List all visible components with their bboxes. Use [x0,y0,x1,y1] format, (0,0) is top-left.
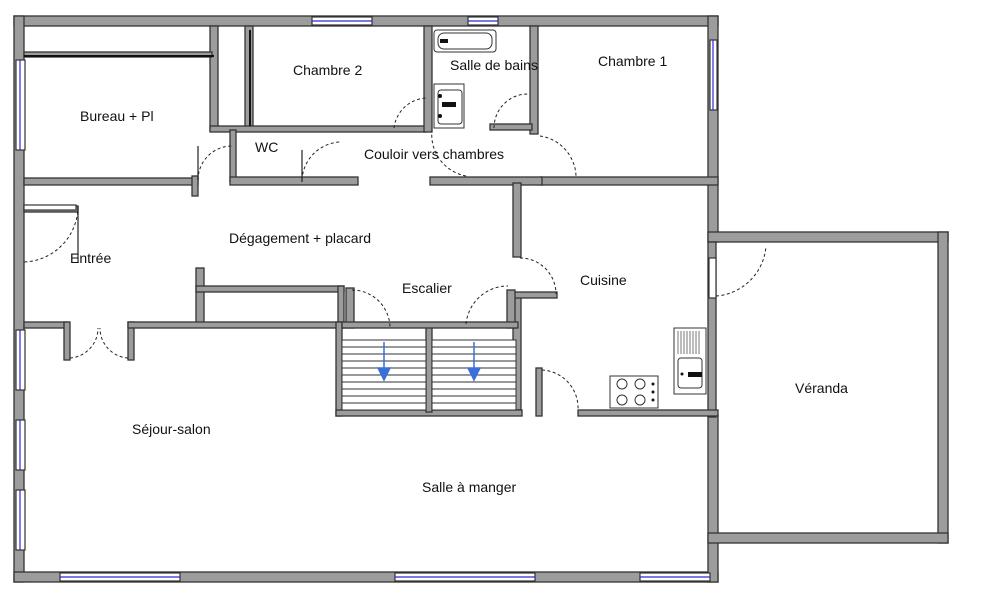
sdb-wall-right [529,25,539,135]
wc-wall-bottom [229,176,359,186]
stove-icon [609,375,659,409]
windows [19,20,714,578]
fixtures [433,29,707,409]
doors [23,93,767,411]
veranda-wall-top [707,231,949,243]
veranda-wall-right [937,231,949,544]
sink-icon [433,83,465,129]
room-label-salle-de-bains: Salle de bains [450,57,538,73]
sejour-wall-top-right [127,321,341,329]
room-label-sejour: Séjour-salon [132,421,211,437]
stair-divider [425,325,433,413]
bureau-wall-bottom-stub [191,175,199,197]
placard-wall-left [195,267,205,327]
sejour-wall-top-left [23,321,69,329]
room-label-veranda: Véranda [795,380,848,396]
couloir-wall-bottom [429,176,543,186]
drainer-lines [677,331,700,354]
stairs [341,339,517,411]
chambre1-door-wall [489,123,533,131]
veranda-wall-left [707,241,717,418]
cuisine-door-jamb [535,367,543,417]
room-labels: Bureau + Pl Chambre 2 Salle de bains Cha… [70,53,848,495]
bureau-wall-right [209,25,219,131]
bureau-closet-line [24,55,214,57]
sejour-door-jamb-left [63,321,71,361]
room-label-chambre2: Chambre 2 [293,62,362,78]
room-label-bureau: Bureau + Pl [80,108,154,124]
chambre2-closet-line [249,30,251,126]
bureau-wall-bottom [23,177,199,186]
stair-wall-left [335,321,343,417]
kitchen-sink-icon [673,327,707,395]
chambre1-wall-bottom [539,176,719,186]
wc-wall-left [229,129,237,183]
placard-wall-top [195,285,345,293]
room-label-entree: Entrée [70,250,111,266]
stair-arrowhead-right [466,367,482,382]
room-label-wc: WC [255,139,278,155]
veranda-wall-bottom [707,532,949,544]
window-gaps [15,16,718,582]
room-label-escalier: Escalier [402,280,452,296]
cuisine-stub [512,291,558,299]
walls [13,15,949,583]
cuisine-wall-bottom [577,409,719,417]
room-label-salle-a-manger: Salle à manger [422,479,517,495]
escalier-wall-top [341,321,519,329]
sdb-wall-left [423,25,433,133]
room-label-degagement: Dégagement + placard [229,230,371,246]
stair-arrowhead-left [376,367,392,382]
outer-wall-right-lower [707,414,719,583]
bathtub-icon [433,29,497,53]
room-label-chambre1: Chambre 1 [598,53,667,69]
wc-wall-top [209,125,427,133]
room-label-cuisine: Cuisine [580,272,627,288]
room-label-couloir: Couloir vers chambres [364,146,504,162]
cuisine-wall-left-upper [512,182,522,258]
